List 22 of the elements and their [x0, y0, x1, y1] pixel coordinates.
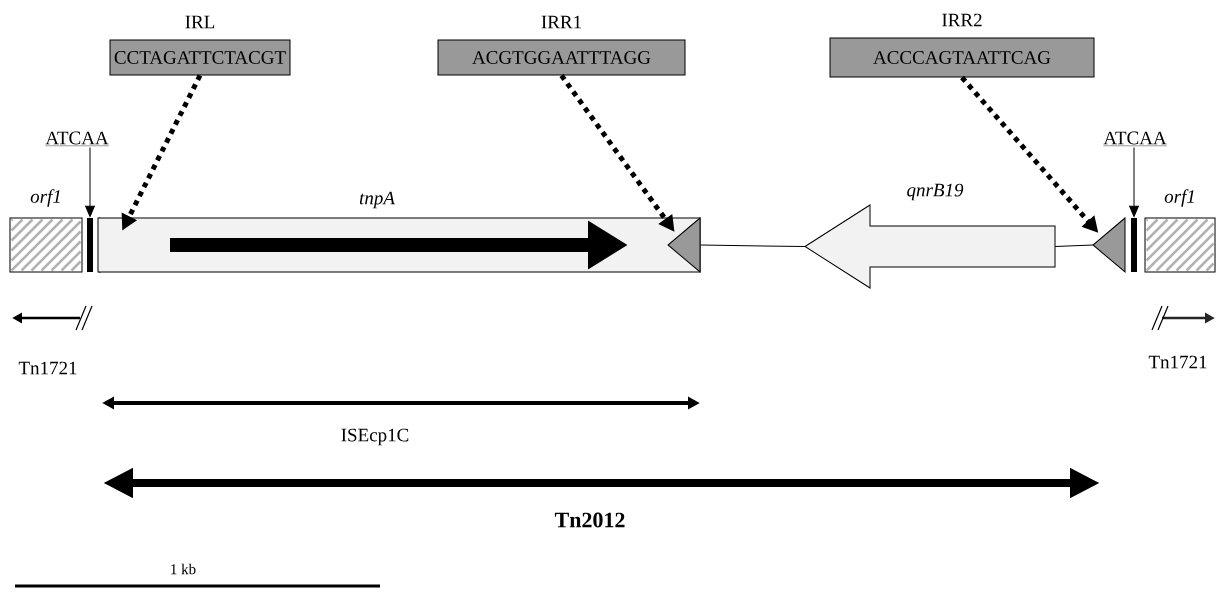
arrow: [1129, 147, 1139, 217]
site-label: ATCAA: [45, 131, 109, 146]
span-label: Tn1721: [1148, 355, 1207, 369]
sequence-box: ACGTGGAATTTAGG: [437, 39, 686, 76]
arrow: [85, 147, 95, 217]
gene-label: tnpA: [359, 191, 395, 209]
sequence-box: CCTAGATTCTACGT: [109, 39, 291, 76]
repeat-label: IRR1: [541, 15, 581, 29]
repeat-triangle: [1092, 217, 1126, 273]
repeat-label: IRL: [185, 15, 215, 29]
backbone-line: [700, 244, 806, 247]
span-label: ISEcp1C: [341, 428, 409, 446]
gene-label: orf1: [30, 189, 60, 207]
repeat-label: IRR2: [942, 13, 982, 27]
span-label: Tn1721: [18, 361, 77, 375]
scale-label: 1 kb: [171, 563, 196, 575]
gene-label: orf1: [1164, 189, 1194, 207]
gene-label: qnrB19: [907, 183, 964, 201]
sequence-box: ACCCAGTAATTCAG: [829, 37, 1095, 78]
backbone-line: [1054, 244, 1094, 247]
site-label: ATCAA: [1103, 131, 1167, 146]
span-label: Tn2012: [554, 512, 625, 528]
